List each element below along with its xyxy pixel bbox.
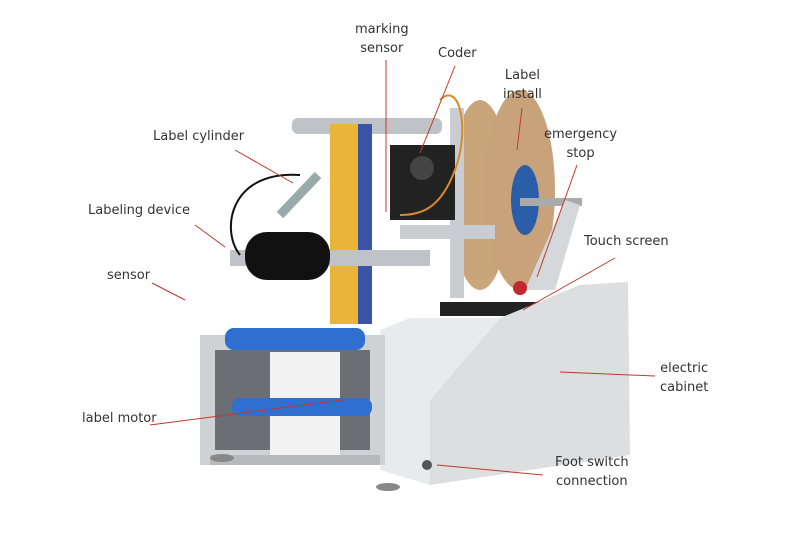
label-electric-cabinet: electric cabinet xyxy=(660,359,708,397)
foot-right xyxy=(376,483,400,491)
label-label-motor: label motor xyxy=(82,409,157,428)
leader-foot-switch xyxy=(436,464,544,476)
label-touch-screen: Touch screen xyxy=(584,232,669,251)
text: Labeling device xyxy=(88,203,191,218)
emergency-stop-button xyxy=(513,281,527,295)
label-strip-blue xyxy=(358,124,372,324)
reel-shaft xyxy=(520,198,582,206)
horizontal-rail xyxy=(400,225,495,239)
text: Coder xyxy=(438,46,477,61)
label-label-install: Label install xyxy=(503,66,542,104)
labeling-roller xyxy=(245,232,330,280)
leader-emergency-stop xyxy=(536,164,578,278)
text: emergency xyxy=(544,127,618,142)
electric-cabinet-side xyxy=(430,282,630,485)
coder-wheel xyxy=(410,156,434,180)
text: electric xyxy=(660,361,709,376)
text: stop xyxy=(566,146,595,161)
text: Label cylinder xyxy=(153,129,245,144)
label-labeling-device: Labeling device xyxy=(88,201,190,220)
blue-roller-top xyxy=(225,328,365,350)
label-cylinder-rod xyxy=(276,171,322,219)
blue-roller-bottom xyxy=(232,398,372,416)
leader-sensor xyxy=(151,282,186,301)
text: label motor xyxy=(82,411,157,426)
coder-cable xyxy=(399,94,464,216)
label-label-cylinder: Label cylinder xyxy=(153,127,244,146)
cable xyxy=(229,173,301,256)
panel-bracket xyxy=(525,200,580,290)
label-foot-switch: Foot switch connection xyxy=(555,453,629,491)
text: marking xyxy=(355,22,409,37)
leader-label-cylinder xyxy=(234,149,294,184)
leader-lines xyxy=(149,60,656,476)
label-sensor: sensor xyxy=(107,266,150,285)
text: Foot switch xyxy=(555,455,629,470)
text: sensor xyxy=(107,268,151,283)
leader-touch-screen xyxy=(522,257,616,311)
electric-cabinet-front xyxy=(380,318,500,485)
label-marking-sensor: marking sensor xyxy=(355,20,409,58)
text: Label xyxy=(504,68,540,83)
foot-switch-port xyxy=(422,460,432,470)
text: connection xyxy=(556,474,628,489)
leader-electric-cabinet xyxy=(559,371,656,377)
text: Touch screen xyxy=(584,234,669,249)
leader-labeling-device xyxy=(194,224,226,248)
leader-label-motor xyxy=(149,399,344,426)
label-emergency-stop: emergency stop xyxy=(544,125,617,163)
text: cabinet xyxy=(660,380,709,395)
foot-left xyxy=(210,454,234,462)
text: install xyxy=(503,87,542,102)
leader-label-install xyxy=(516,107,523,151)
leader-coder xyxy=(419,65,456,154)
text: sensor xyxy=(360,41,404,56)
bottom-bar xyxy=(210,455,380,465)
label-coder: Coder xyxy=(438,44,477,63)
